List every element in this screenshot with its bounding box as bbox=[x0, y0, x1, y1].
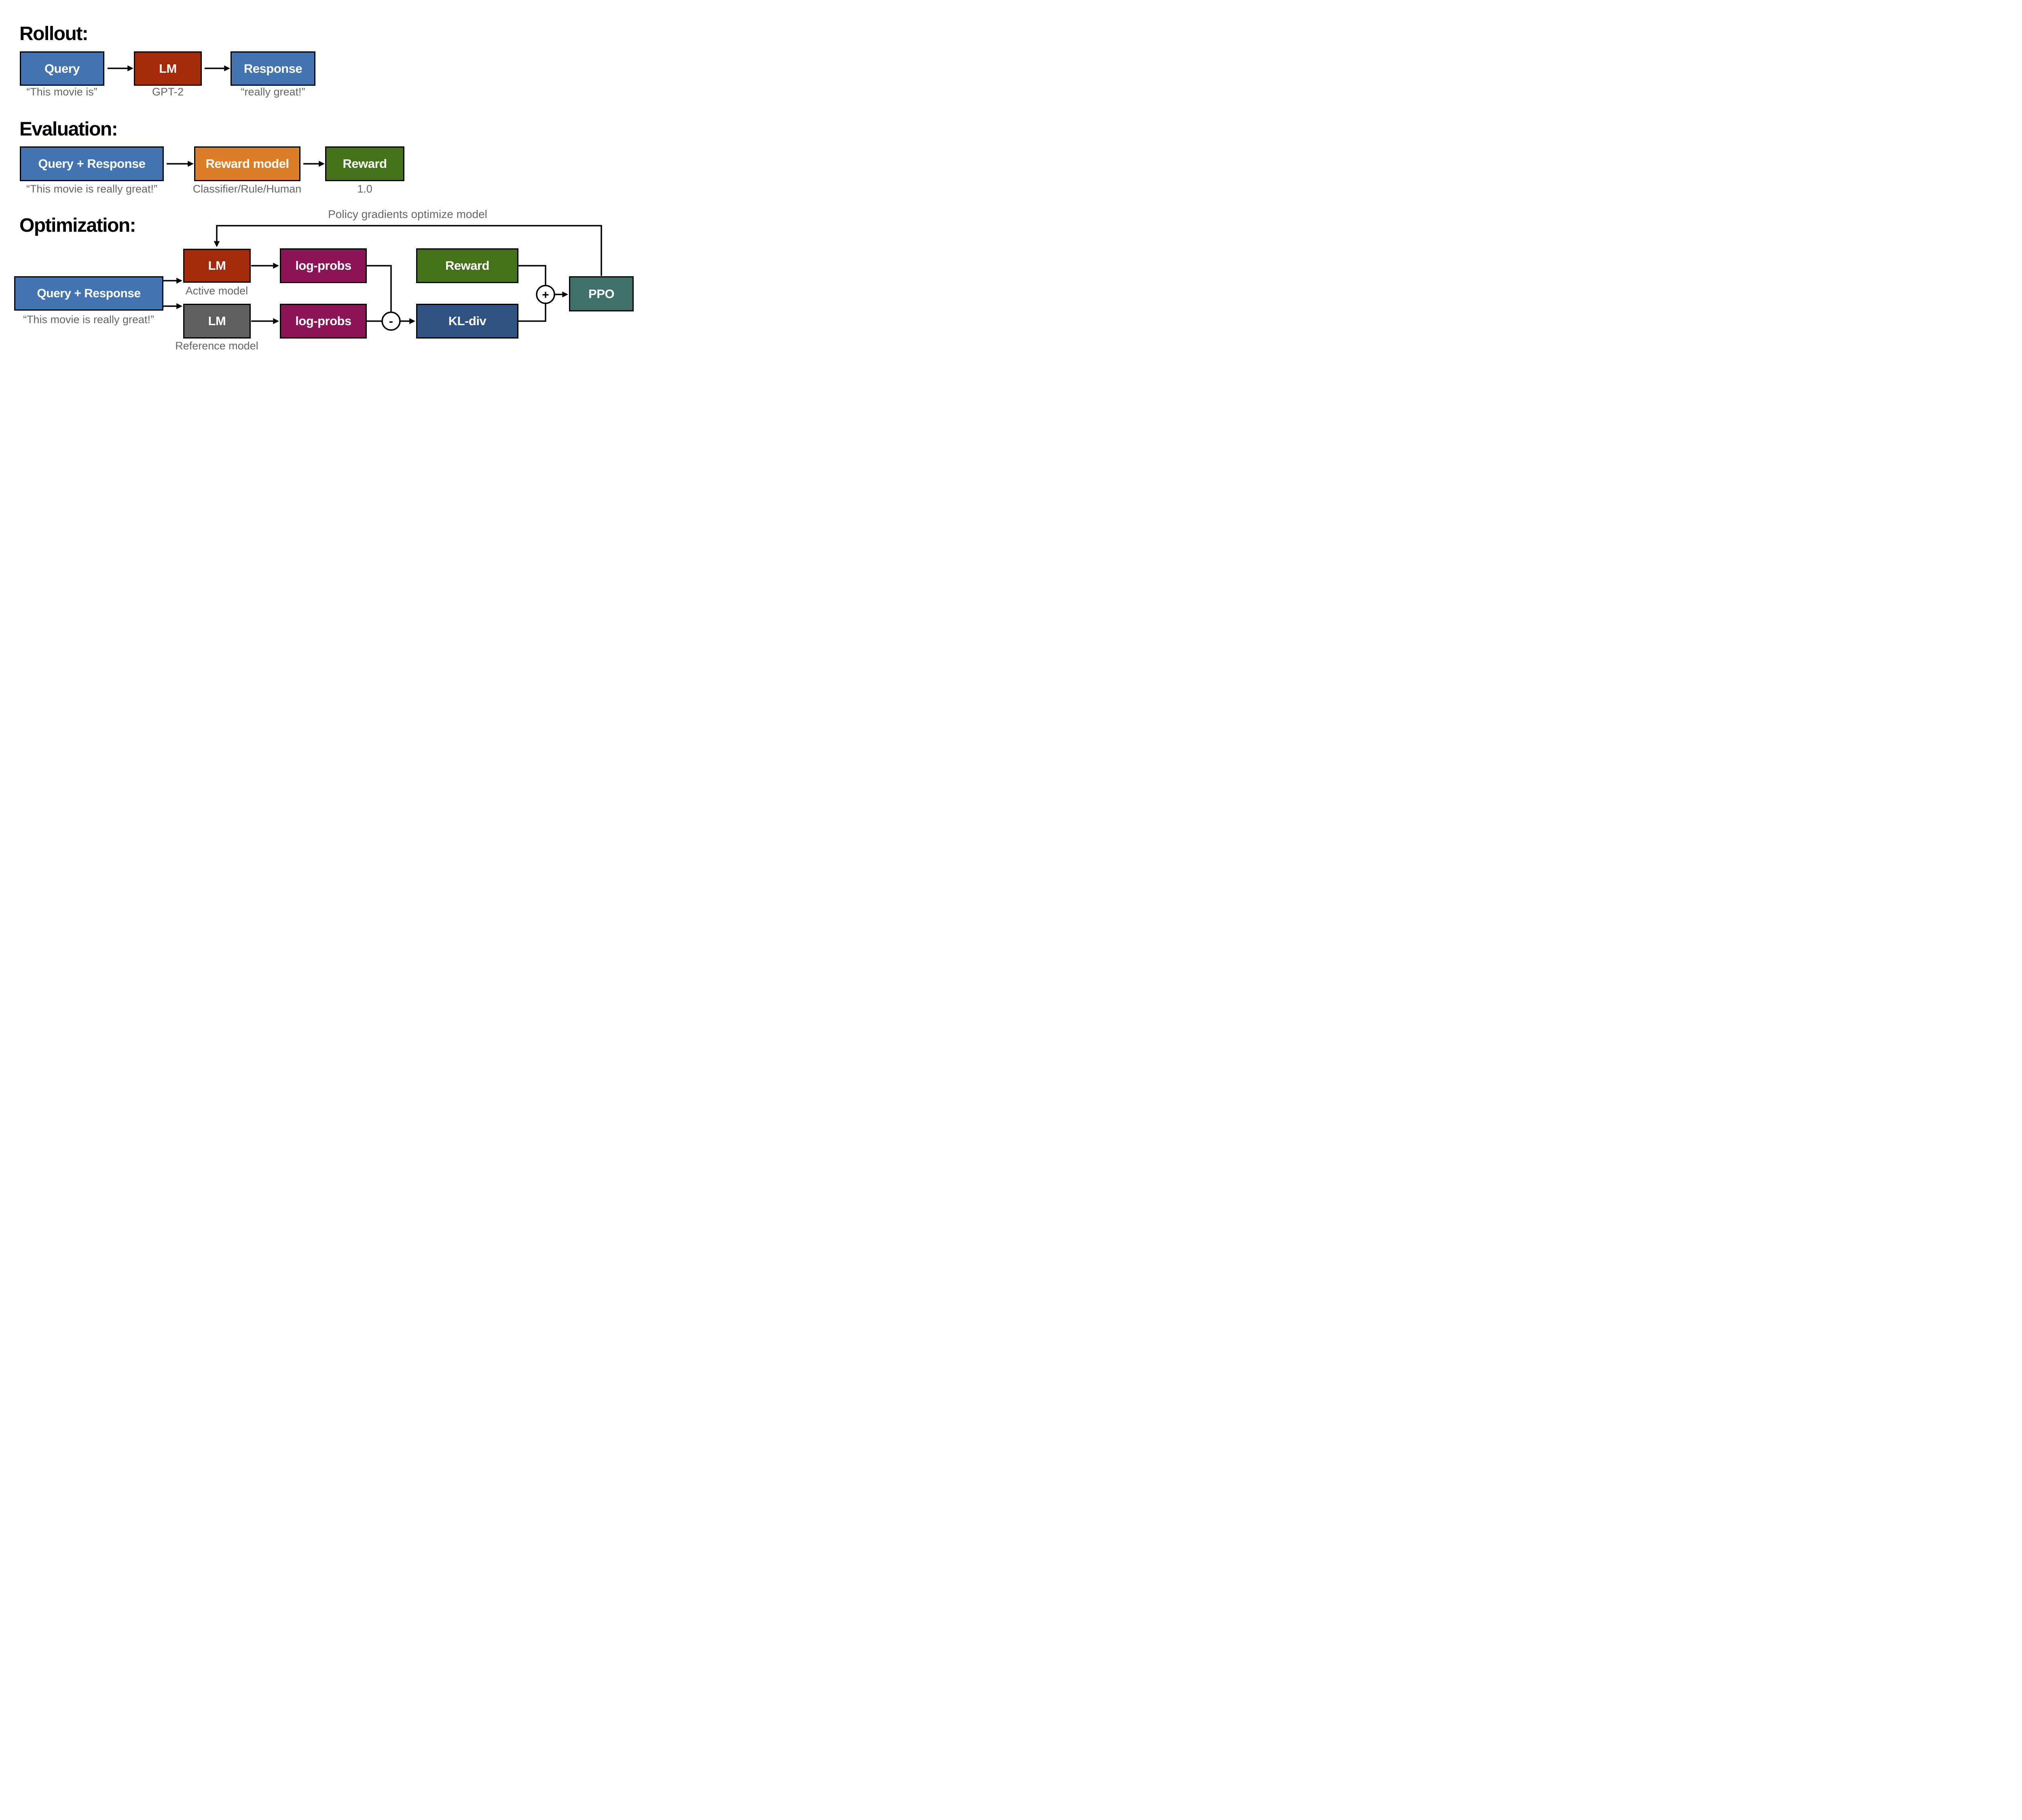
caption-evaluation-reward-model: Classifier/Rule/Human bbox=[192, 183, 302, 195]
box-evaluation-reward-model: Reward model bbox=[194, 146, 300, 181]
plus-circle bbox=[536, 285, 555, 304]
caption-optimization-query-response: “This movie is really great!” bbox=[23, 313, 154, 326]
arrow-ppo-feedback-to-active-lm bbox=[214, 225, 602, 276]
trl-rlhf-diagram: - + Rollout: Evaluation: Optimization: Q… bbox=[0, 0, 647, 364]
box-rollout-query: Query bbox=[20, 51, 104, 86]
section-title-evaluation: Evaluation: bbox=[19, 119, 118, 140]
box-reference-lm: LM bbox=[183, 304, 251, 339]
box-reference-logprobs: log-probs bbox=[280, 304, 367, 339]
box-active-logprobs: log-probs bbox=[280, 248, 367, 283]
caption-rollout-response: “really great!” bbox=[241, 86, 305, 98]
box-rollout-response: Response bbox=[231, 51, 315, 86]
caption-rollout-query: “This movie is” bbox=[26, 86, 97, 98]
box-ppo: PPO bbox=[569, 276, 634, 311]
caption-reference-model: Reference model bbox=[175, 340, 258, 352]
caption-active-model: Active model bbox=[185, 285, 248, 297]
plus-operator: + bbox=[542, 288, 549, 302]
box-optimization-query-response: Query + Response bbox=[14, 276, 163, 311]
connector-layer: - + bbox=[108, 65, 602, 331]
box-optimization-reward: Reward bbox=[416, 248, 518, 283]
box-evaluation-query-response: Query + Response bbox=[20, 146, 164, 181]
line-reward-to-plus bbox=[518, 265, 546, 285]
minus-circle bbox=[381, 311, 401, 331]
section-title-rollout: Rollout: bbox=[19, 23, 89, 44]
minus-operator: - bbox=[389, 315, 393, 328]
box-active-lm: LM bbox=[183, 249, 251, 283]
feedback-loop-label: Policy gradients optimize model bbox=[328, 208, 487, 220]
minus-node: - bbox=[381, 311, 401, 331]
caption-evaluation-query-response: “This movie is really great!” bbox=[26, 183, 158, 195]
plus-node: + bbox=[536, 285, 555, 304]
box-kl-div: KL-div bbox=[416, 304, 518, 339]
line-active-logprobs-to-minus bbox=[367, 265, 392, 312]
line-kldiv-to-plus bbox=[518, 304, 546, 322]
caption-rollout-lm: GPT-2 bbox=[152, 86, 184, 98]
box-rollout-lm: LM bbox=[134, 51, 202, 86]
caption-evaluation-reward: 1.0 bbox=[357, 183, 372, 195]
box-evaluation-reward: Reward bbox=[325, 146, 404, 181]
section-title-optimization: Optimization: bbox=[19, 215, 136, 236]
